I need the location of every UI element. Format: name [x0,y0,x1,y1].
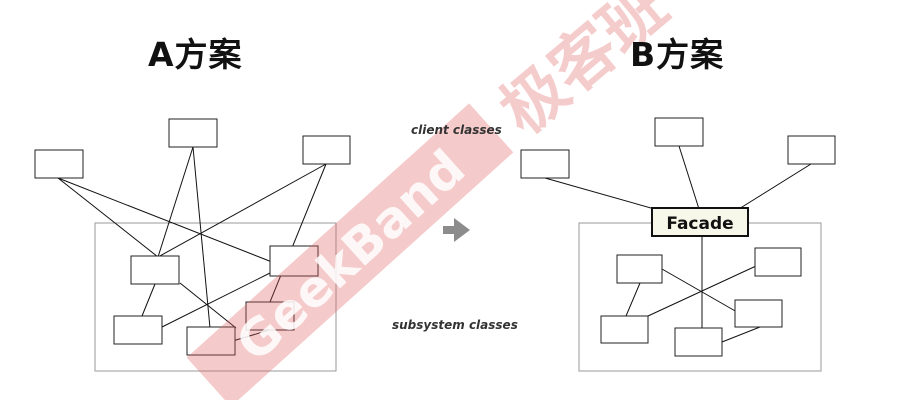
subsystem-box-a2 [269,245,319,277]
link-a3 [157,146,194,258]
client-box-a1 [34,149,84,179]
diagram-a [34,118,351,372]
right-arrow-icon [443,218,470,242]
subsystem-box-b2 [754,247,802,277]
link-a6 [269,163,327,303]
facade-frame [651,207,749,237]
title-a: A方案 [148,35,243,74]
client-box-b1 [520,149,570,179]
subsystem-box-b1 [616,254,663,284]
connections-b [544,145,812,343]
client-classes-caption: client classes [411,123,502,137]
client-box-b3 [787,135,836,165]
subsystem-box-b4 [674,327,723,357]
facade-box: Facade [651,207,749,237]
client-box-a3 [302,135,351,165]
link-b5 [625,282,641,317]
subsystem-box-a3 [113,315,163,345]
watermark-band-text: GeekBand [225,139,476,373]
subsystem-box-a1 [130,255,180,285]
subsystem-box-b3 [600,315,649,344]
client-box-a2 [168,118,218,148]
link-a5 [157,163,327,258]
link-a1 [57,177,159,258]
subsystem-box-b5 [734,299,783,328]
facade-label: Facade [666,214,733,234]
link-b8 [721,326,761,343]
link-a9 [161,271,273,328]
link-b3 [733,163,812,213]
client-box-b2 [654,117,704,147]
link-a4 [192,146,211,329]
subsystem-box-a4 [186,326,236,356]
link-b7 [647,265,757,317]
link-a7 [141,283,156,317]
subsystem-frame-a [94,222,337,372]
diagram-b: Facade [520,117,836,372]
link-a8 [179,282,237,329]
link-b1 [544,177,666,213]
boxes-a [34,118,351,356]
title-b: B方案 [630,35,725,74]
subsystem-box-a5 [245,301,295,331]
link-b2 [678,145,700,210]
link-a2 [57,177,273,263]
subsystem-classes-caption: subsystem classes [392,318,518,332]
link-b6 [661,268,738,313]
boxes-b [520,117,836,357]
